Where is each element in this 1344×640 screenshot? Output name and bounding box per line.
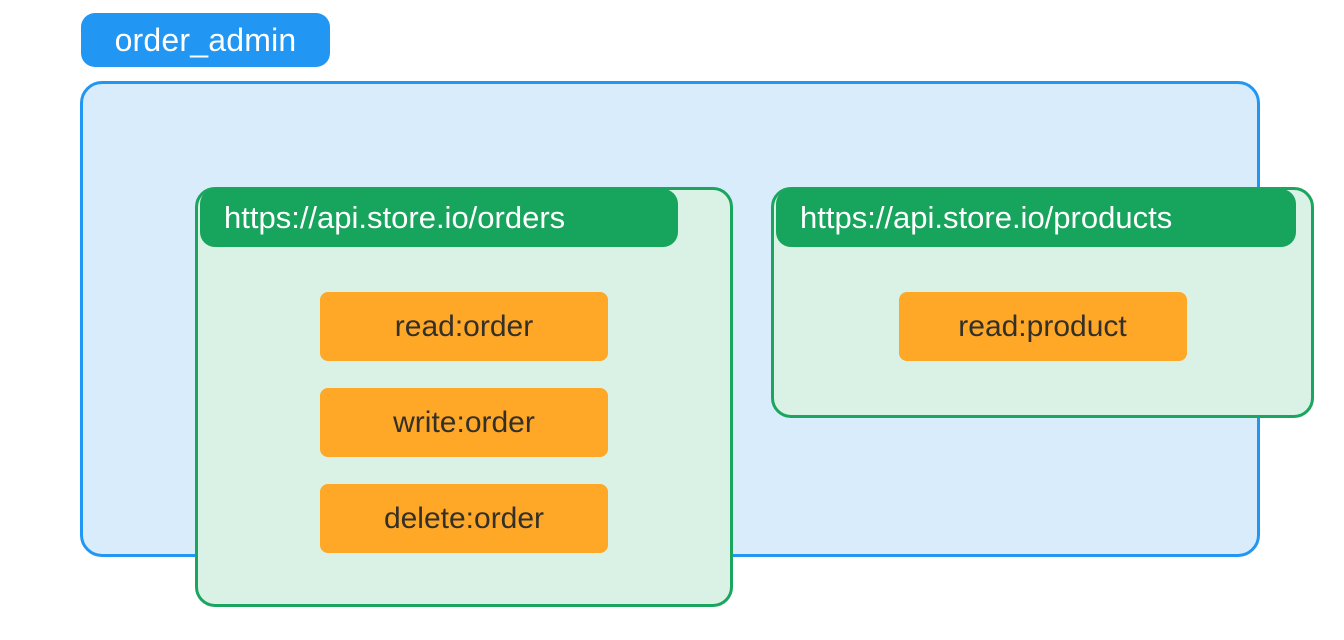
scope-list-products: read:product <box>774 190 1311 361</box>
scope-chip-read-product: read:product <box>898 292 1187 361</box>
scope-chip-write-order: write:order <box>320 388 608 457</box>
resource-card-products: https://api.store.io/products read:produ… <box>771 187 1314 418</box>
role-badge: order_admin <box>81 13 330 67</box>
resource-url-badge-products: https://api.store.io/products <box>776 189 1296 247</box>
resource-url-badge-orders: https://api.store.io/orders <box>200 189 678 247</box>
scope-chip-delete-order: delete:order <box>320 484 608 553</box>
role-scope-container: https://api.store.io/orders read:order w… <box>80 81 1314 607</box>
scope-list-orders: read:order write:order delete:order <box>198 190 730 553</box>
resource-card-orders: https://api.store.io/orders read:order w… <box>195 187 733 607</box>
scope-chip-read-order: read:order <box>320 292 608 361</box>
